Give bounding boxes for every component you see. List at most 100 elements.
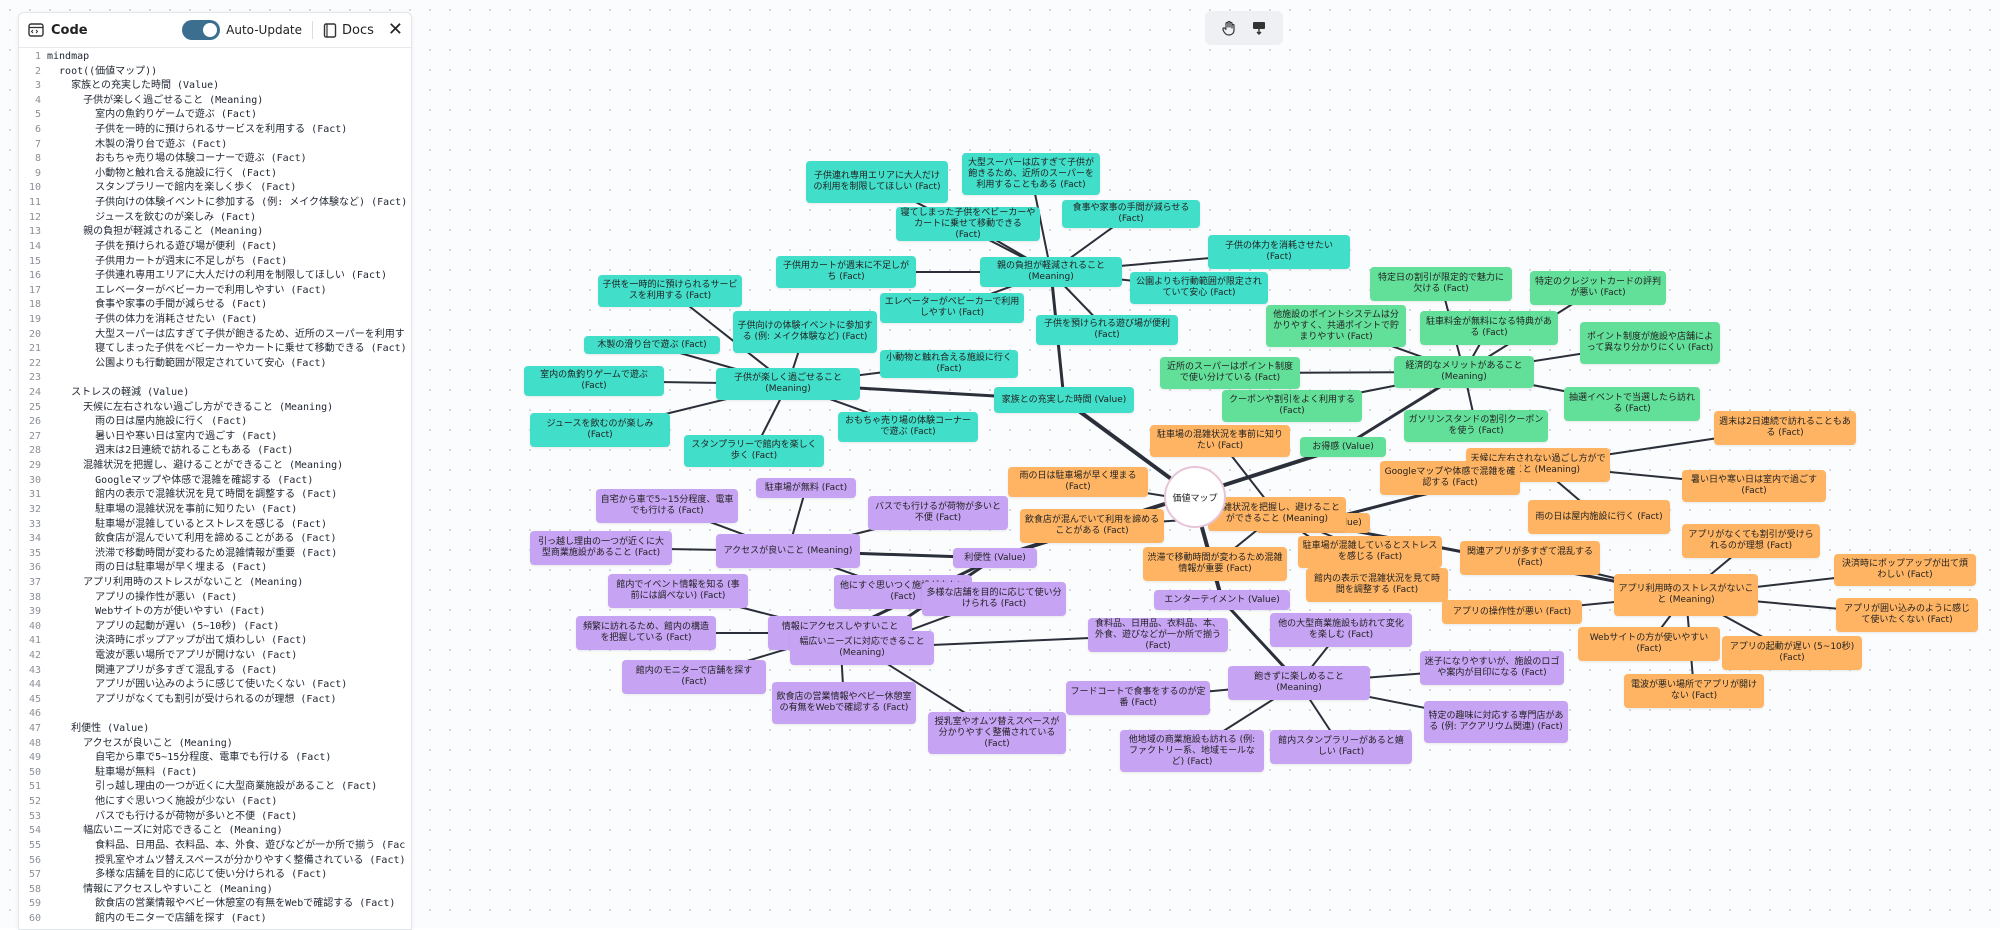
code-line[interactable]: 12 ジュースを飲むのが楽しみ (Fact) [19, 211, 411, 226]
code-line[interactable]: 41 決済時にポップアップが出て煩わしい (Fact) [19, 634, 411, 649]
code-line[interactable]: 58 情報にアクセスしやすいこと (Meaning) [19, 883, 411, 898]
code-line[interactable]: 47 利便性 (Value) [19, 722, 411, 737]
code-line[interactable]: 18 食事や家事の手間が減らせる (Fact) [19, 298, 411, 313]
mindmap-node[interactable]: バスでも行けるが荷物が多いと不便 (Fact) [868, 496, 1008, 530]
code-line[interactable]: 33 駐車場が混雑しているとストレスを感じる (Fact) [19, 518, 411, 533]
code-line[interactable]: 44 アプリが囲い込みのように感じて使いたくない (Fact) [19, 678, 411, 693]
code-line[interactable]: 45 アプリがなくても割引が受けられるのが理想 (Fact) [19, 693, 411, 708]
mindmap-node[interactable]: 室内の魚釣りゲームで遊ぶ (Fact) [524, 366, 664, 396]
mindmap-node[interactable]: 食料品、日用品、衣料品、本、外食、遊びなどが一か所で揃う (Fact) [1088, 618, 1228, 652]
mindmap-node[interactable]: 授乳室やオムツ替えスペースが分かりやすく整備されている (Fact) [928, 712, 1066, 754]
code-line[interactable]: 60 館内のモニターで店舗を探す (Fact) [19, 912, 411, 927]
mindmap-node[interactable]: 他地域の商業施設も訪れる (例: ファクトリー系、地域モールなど) (Fact) [1120, 730, 1264, 772]
code-line[interactable]: 52 他にすぐ思いつく施設が少ない (Fact) [19, 795, 411, 810]
code-line[interactable]: 59 飲食店の営業情報やベビー休憩室の有無をWebで確認する (Fact) [19, 897, 411, 912]
code-line[interactable]: 29 混雑状況を把握し、避けることができること (Meaning) [19, 459, 411, 474]
code-line[interactable]: 56 授乳室やオムツ替えスペースが分かりやすく整備されている (Fact) [19, 854, 411, 869]
mindmap-node[interactable]: 公園よりも行動範囲が限定されていて安心 (Fact) [1130, 272, 1268, 304]
mindmap-node[interactable]: 混雑状況を把握し、避けることができること (Meaning) [1208, 497, 1346, 531]
code-line[interactable]: 2 root((価値マップ)) [19, 65, 411, 80]
code-line[interactable]: 8 おもちゃ売り場の体験コーナーで遊ぶ (Fact) [19, 152, 411, 167]
mindmap-node[interactable]: 館内の表示で混雑状況を見て時間を調整する (Fact) [1306, 568, 1448, 602]
mindmap-node[interactable]: 小動物と触れ合える施設に行く (Fact) [880, 350, 1018, 378]
mindmap-node[interactable]: 駐車場の混雑状況を事前に知りたい (Fact) [1150, 425, 1290, 457]
code-line[interactable]: 25 天候に左右されない過ごし方ができること (Meaning) [19, 401, 411, 416]
mindmap-node[interactable]: 暑い日や寒い日は室内で過ごす (Fact) [1682, 470, 1826, 502]
mindmap-node[interactable]: 雨の日は駐車場が早く埋まる (Fact) [1008, 467, 1148, 497]
code-line[interactable]: 27 暑い日や寒い日は室内で過ごす (Fact) [19, 430, 411, 445]
mindmap-node[interactable]: 頻繁に訪れるため、館内の構造を把握している (Fact) [576, 616, 716, 650]
mindmap-node[interactable]: アプリ利用時のストレスがないこと (Meaning) [1614, 574, 1758, 616]
mindmap-node[interactable]: 子供が楽しく過ごせること (Meaning) [716, 368, 860, 400]
code-line[interactable]: 13 親の負担が軽減されること (Meaning) [19, 225, 411, 240]
code-line[interactable]: 36 雨の日は駐車場が早く埋まる (Fact) [19, 561, 411, 576]
mindmap-node[interactable]: アプリが囲い込みのように感じて使いたくない (Fact) [1836, 598, 1978, 632]
code-line[interactable]: 42 電波が悪い場所でアプリが開けない (Fact) [19, 649, 411, 664]
code-line[interactable]: 26 雨の日は屋内施設に行く (Fact) [19, 415, 411, 430]
export-icon[interactable] [1251, 20, 1267, 36]
mindmap-node[interactable]: 特定日の割引が限定的で魅力に欠ける (Fact) [1370, 267, 1512, 301]
code-line[interactable]: 37 アプリ利用時のストレスがないこと (Meaning) [19, 576, 411, 591]
mindmap-node[interactable]: 幅広いニーズに対応できること (Meaning) [790, 631, 934, 665]
value-node[interactable]: エンターテイメント (Value) [1154, 590, 1290, 610]
mindmap-node[interactable]: ポイント制度が施設や店舗によって異なり分かりにくい (Fact) [1580, 322, 1720, 364]
code-line[interactable]: 5 室内の魚釣りゲームで遊ぶ (Fact) [19, 108, 411, 123]
mindmap-node[interactable]: 飲食店が混んでいて利用を諦めることがある (Fact) [1020, 509, 1164, 543]
close-icon[interactable]: ✕ [387, 19, 403, 40]
hand-pan-icon[interactable] [1221, 20, 1237, 36]
code-line[interactable]: 31 館内の表示で混雑状況を見て時間を調整する (Fact) [19, 488, 411, 503]
mindmap-node[interactable]: 館内スタンプラリーがあると嬉しい (Fact) [1270, 730, 1412, 764]
code-line[interactable]: 4 子供が楽しく過ごせること (Meaning) [19, 94, 411, 109]
mindmap-node[interactable]: 自宅から車で5~15分程度、電車でも行ける (Fact) [596, 489, 738, 523]
mindmap-node[interactable]: 駐車場が無料 (Fact) [756, 478, 856, 498]
mindmap-node[interactable]: 決済時にポップアップが出て煩わしい (Fact) [1834, 554, 1976, 586]
code-line[interactable]: 49 自宅から車で5~15分程度、電車でも行ける (Fact) [19, 751, 411, 766]
code-line[interactable]: 39 Webサイトの方が使いやすい (Fact) [19, 605, 411, 620]
code-line[interactable]: 22 公園よりも行動範囲が限定されていて安心 (Fact) [19, 357, 411, 372]
code-line[interactable]: 46 [19, 707, 411, 722]
mindmap-node[interactable]: 他施設のポイントシステムは分かりやすく、共通ポイントで貯まりやすい (Fact) [1266, 305, 1406, 347]
mindmap-node[interactable]: スタンプラリーで館内を楽しく歩く (Fact) [684, 435, 824, 467]
mindmap-node[interactable]: 館内のモニターで店舗を探す (Fact) [622, 660, 766, 694]
mindmap-node[interactable]: 親の負担が軽減されること (Meaning) [980, 257, 1122, 287]
code-line[interactable]: 53 バスでも行けるが荷物が多いと不便 (Fact) [19, 810, 411, 825]
code-line[interactable]: 43 関連アプリが多すぎて混乱する (Fact) [19, 664, 411, 679]
mindmap-node[interactable]: 経済的なメリットがあること (Meaning) [1394, 356, 1534, 388]
mindmap-node[interactable]: アプリの起動が遅い (5~10秒) (Fact) [1722, 636, 1862, 670]
code-line[interactable]: 23 [19, 371, 411, 386]
mindmap-node[interactable]: 特定のクレジットカードの評判が悪い (Fact) [1530, 271, 1666, 305]
mindmap-node[interactable]: 引っ越し理由の一つが近くに大型商業施設があること (Fact) [530, 531, 672, 565]
mindmap-node[interactable]: 寝てしまった子供をベビーカーやカートに乗せて移動できる (Fact) [896, 207, 1040, 241]
mindmap-node[interactable]: 子供用カートが週末に不足しがち (Fact) [776, 256, 916, 288]
mindmap-node[interactable]: 迷子になりやすいが、施設のロゴや案内が目印になる (Fact) [1420, 651, 1564, 685]
code-line[interactable]: 15 子供用カートが週末に不足しがち (Fact) [19, 255, 411, 270]
value-node[interactable]: お得感 (Value) [1300, 437, 1386, 457]
mindmap-node[interactable]: 駐車場が混雑しているとストレスを感じる (Fact) [1298, 536, 1442, 568]
mindmap-node[interactable]: 大型スーパーは広すぎて子供が飽きるため、近所のスーパーを利用することもある (F… [962, 153, 1100, 195]
code-line[interactable]: 28 週末は2日連続で訪れることもある (Fact) [19, 444, 411, 459]
docs-button[interactable]: Docs [323, 23, 374, 38]
mindmap-node[interactable]: 抽選イベントで当選したら訪れる (Fact) [1564, 387, 1700, 421]
code-line[interactable]: 55 食料品、日用品、衣料品、本、外食、遊びなどが一か所で揃う (Fac [19, 839, 411, 854]
mindmap-node[interactable]: 子供を一時的に預けられるサービスを利用する (Fact) [598, 275, 742, 307]
code-line[interactable]: 50 駐車場が無料 (Fact) [19, 766, 411, 781]
mindmap-node[interactable]: 飽きずに楽しめること (Meaning) [1228, 666, 1370, 700]
mindmap-node[interactable]: 電波が悪い場所でアプリが開けない (Fact) [1624, 674, 1764, 708]
code-line[interactable]: 48 アクセスが良いこと (Meaning) [19, 737, 411, 752]
code-line[interactable]: 24 ストレスの軽減 (Value) [19, 386, 411, 401]
mindmap-node[interactable]: 多様な店舗を目的に応じて使い分けられる (Fact) [922, 582, 1066, 616]
mindmap-node[interactable]: Googleマップや体感で混雑を確認する (Fact) [1380, 461, 1520, 495]
code-line[interactable]: 54 幅広いニーズに対応できること (Meaning) [19, 824, 411, 839]
code-line[interactable]: 6 子供を一時的に預けられるサービスを利用する (Fact) [19, 123, 411, 138]
code-line[interactable]: 38 アプリの操作性が悪い (Fact) [19, 591, 411, 606]
value-node[interactable]: 利便性 (Value) [953, 548, 1037, 568]
code-line[interactable]: 19 子供の体力を消耗させたい (Fact) [19, 313, 411, 328]
mindmap-node[interactable]: 近所のスーパーはポイント制度で使い分けている (Fact) [1160, 357, 1300, 389]
mindmap-node[interactable]: 子供を預けられる遊び場が便利 (Fact) [1036, 315, 1178, 345]
code-line[interactable]: 51 引っ越し理由の一つが近くに大型商業施設があること (Fact) [19, 780, 411, 795]
value-node[interactable]: 家族との充実した時間 (Value) [994, 387, 1134, 413]
code-line[interactable]: 11 子供向けの体験イベントに参加する (例: メイク体験など) (Fact) [19, 196, 411, 211]
code-line[interactable]: 57 多様な店舗を目的に応じて使い分けられる (Fact) [19, 868, 411, 883]
